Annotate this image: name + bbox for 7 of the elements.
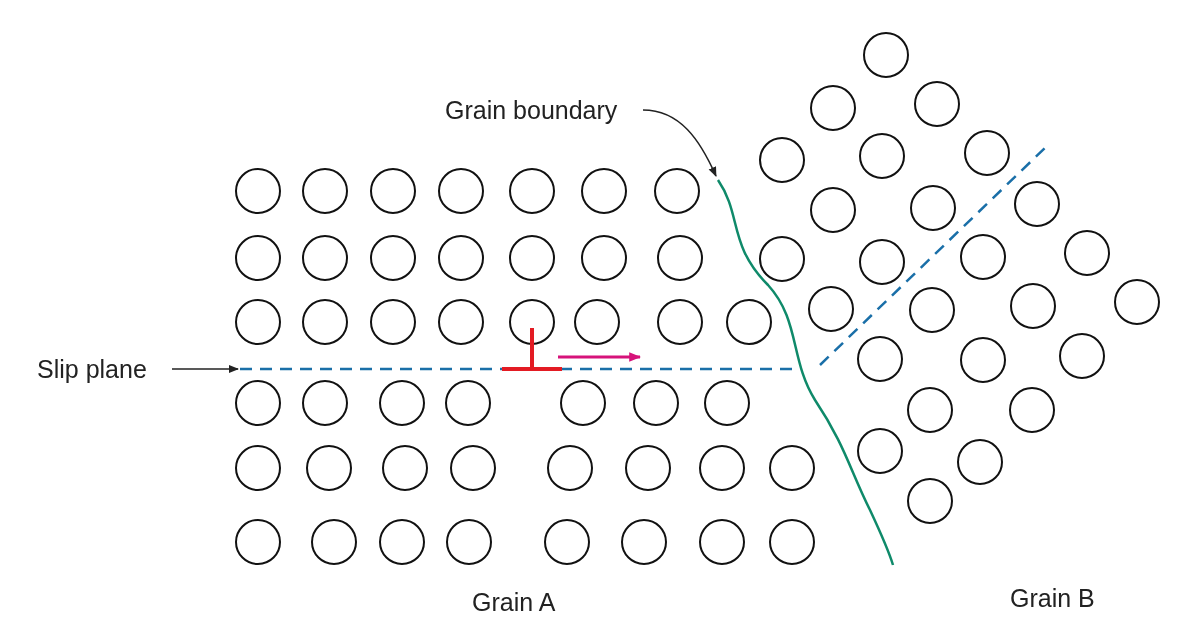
grain-label: Grain B xyxy=(1010,583,1095,613)
leader-line xyxy=(171,365,239,373)
callout-label: Slip plane xyxy=(37,354,147,384)
leader-line xyxy=(642,109,717,177)
grain-boundary-curve xyxy=(716,179,895,566)
grain-label: Grain A xyxy=(472,587,556,617)
callout-label: Grain boundary xyxy=(445,95,618,125)
